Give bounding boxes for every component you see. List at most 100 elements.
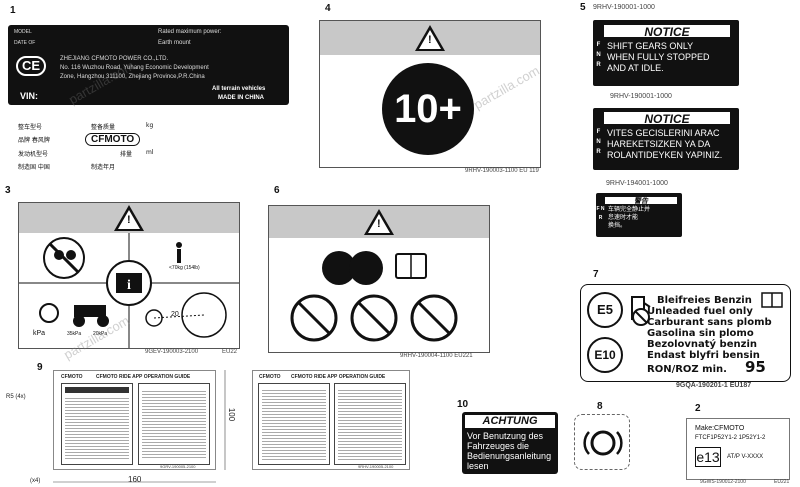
notice2-line-1: VITES GECISLERINI ARAC: [607, 128, 720, 138]
gear-side-letters: F N R: [596, 42, 601, 68]
guide-panel-text: [262, 388, 326, 460]
guide-brand: CFMOTO: [259, 374, 281, 380]
e10-badge: E10: [587, 337, 623, 373]
prohibition-pictograms: [290, 251, 458, 342]
label2-code: 9GWS-190012-2100: [700, 479, 746, 485]
fuel-pump-icon: [631, 296, 651, 326]
manual-book-icon: [761, 292, 783, 308]
notice-label-chinese: 警告 F N R 车辆完全静止并 怠速时才能 换挡。: [596, 193, 682, 237]
age-warning-label: ! 10+: [319, 20, 541, 168]
guide-panel-right: [138, 383, 210, 465]
label9b-code: 9RHV-190005-2100: [358, 464, 394, 469]
plate-company: ZHEJIANG CFMOTO POWER CO.,LTD.: [60, 56, 169, 62]
notice1-line-3: AND AT IDLE.: [607, 63, 664, 73]
achtung-label: ACHTUNG Vor Benutzung des Fahrzeuges die…: [462, 412, 558, 474]
prohibition-label: !: [268, 205, 490, 353]
e13-mark: e13: [695, 447, 721, 467]
notice1-code-top: 9RHV-190001-1000: [593, 4, 655, 11]
notice-header: NOTICE: [603, 111, 731, 126]
app-guide-card: CFMOTO CFMOTO RIDE APP OPERATION GUIDE: [53, 370, 216, 470]
callout-1: 1: [10, 5, 16, 16]
fuel-line-fr: Carburant sans plomb: [647, 317, 772, 328]
callout-8: 8: [597, 401, 603, 412]
cn-date: 制造年月: [91, 164, 116, 171]
plate-address-2: Zone, Hangzhou 311100, Zhejiang Province…: [60, 74, 205, 80]
notice2-line-3: ROLANTIDEYKEN YAPINIZ.: [607, 150, 723, 160]
plate-model: MODEL: [14, 29, 32, 35]
distance-20: 20: [171, 311, 179, 318]
plate-earth: Earth mount: [158, 40, 191, 46]
warning-triangle-icon: !: [415, 25, 445, 51]
ce-mark-icon: CE: [16, 56, 46, 76]
gear-side-letters: F N R: [596, 129, 601, 155]
warning-triangle-icon: !: [114, 205, 144, 231]
fuel-line-de: Bleifreies Benzin: [657, 295, 752, 306]
plate-date: DATE OF: [14, 40, 36, 46]
fuel-label: E5 E10 Bleifreies Benzin Unleaded fuel o…: [580, 284, 791, 382]
plate-terrain: All terrain vehicles: [212, 86, 266, 92]
fuel-line-en: Unleaded fuel only: [647, 306, 753, 317]
vin-plate: MODEL DATE OF Rated maximum power: Earth…: [8, 25, 289, 105]
notice2-line-2: HAREKETSIZKEN YA DA: [607, 139, 711, 149]
brake-warning-icon: [583, 430, 623, 456]
notice3-line-2: 怠速时才能: [608, 214, 639, 221]
fuel-line-sv: Endast blyfri bensin: [647, 350, 760, 361]
pressure-rear: 20kPa: [93, 331, 108, 337]
cn-cfmoto-logo: CFMOTO: [85, 133, 141, 146]
achtung-line-2: Fahrzeuges die: [467, 441, 530, 451]
pressure-front: 35kPa: [67, 331, 82, 337]
notice-header: NOTICE: [603, 24, 731, 39]
dim-radius: R5 (4x): [6, 394, 26, 400]
dimension-lines: [53, 370, 226, 483]
fuel-line-es: Gasolina sin plomo: [647, 328, 754, 339]
fuel-line-cs: Bezolovnatý benzin: [647, 339, 757, 350]
plate-made-in: MADE IN CHINA: [218, 95, 264, 101]
callout-10: 10: [457, 399, 469, 410]
notice3-line-3: 换挡。: [608, 222, 627, 229]
cn-maker: 制造国 中国: [18, 164, 50, 171]
guide-panel-left: [258, 383, 330, 465]
guide-panel-text: [142, 389, 206, 459]
label3-code2: EU22: [222, 349, 238, 355]
guide-panel-text: [65, 396, 129, 460]
svg-text:i: i: [127, 278, 131, 293]
achtung-header: ACHTUNG: [465, 415, 555, 428]
notice2-code: 9RHV-190001-1000: [610, 93, 672, 100]
notice1-line-2: WHEN FULLY STOPPED: [607, 52, 710, 62]
cn-ml: ml: [146, 149, 154, 156]
cn-mass: 整备质量: [91, 124, 116, 131]
label2-code2: EU221: [774, 479, 790, 485]
callout-2: 2: [695, 403, 701, 414]
age-10-plus-icon: 10+: [382, 63, 474, 155]
callout-3: 3: [5, 185, 11, 196]
cn-kg: kg: [146, 122, 154, 129]
callout-4: 4: [325, 3, 331, 14]
plate-vin: VIN:: [20, 91, 38, 101]
guide-title: CFMOTO RIDE APP OPERATION GUIDE: [96, 374, 191, 380]
achtung-line-3: Bedienungsanleitung: [467, 451, 552, 461]
fuel-ron: RON/ROZ min.: [647, 364, 727, 375]
label7-code: 9GQA-190201-1 EU187: [676, 382, 752, 389]
chinese-plate: 整车型号 整备质量 kg 品牌 春风牌 CFMOTO 发动机型号 排量 ml 制…: [18, 122, 158, 172]
notice1-line-1: SHIFT GEARS ONLY: [607, 41, 694, 51]
cn-displacement: 排量: [120, 151, 133, 158]
cn-model: 整车型号: [18, 124, 43, 131]
notice-label-english: NOTICE F N R SHIFT GEARS ONLY WHEN FULLY…: [593, 20, 739, 86]
make-text: Make:CFMOTO: [695, 425, 745, 432]
label4-code: 9RHV-190003-1100 EU 119: [465, 168, 539, 174]
notice3-code: 9RHV-194001-1000: [606, 180, 668, 187]
cn-engine: 发动机型号: [18, 151, 49, 158]
notice-label-turkish: NOTICE F N R VITES GECISLERINI ARAC HARE…: [593, 108, 739, 170]
gear-side-letters: F N R: [596, 206, 605, 221]
app-guide-card-2: CFMOTO CFMOTO RIDE APP OPERATION GUIDE: [252, 370, 410, 470]
dim-width: 160: [128, 475, 142, 484]
type-approval-label: Make:CFMOTO FTCF1P52Y1-2 1P52Y1-2 e13 AT…: [686, 418, 790, 480]
callout-7: 7: [593, 269, 599, 280]
atv-warning-label: ! i <70kg (154lb) kPa 35kPa 20kPa 20: [18, 202, 240, 349]
label6-code: 9RHV-190004-1100 EU221: [400, 353, 473, 359]
label3-code: 9GEV-190003-2100: [145, 349, 199, 355]
approval-line: AT/P V-XXXX: [727, 454, 764, 460]
fuel-octane: 95: [745, 358, 766, 376]
guide-brand: CFMOTO: [61, 374, 83, 380]
type-line: FTCF1P52Y1-2 1P52Y1-2: [695, 435, 766, 441]
